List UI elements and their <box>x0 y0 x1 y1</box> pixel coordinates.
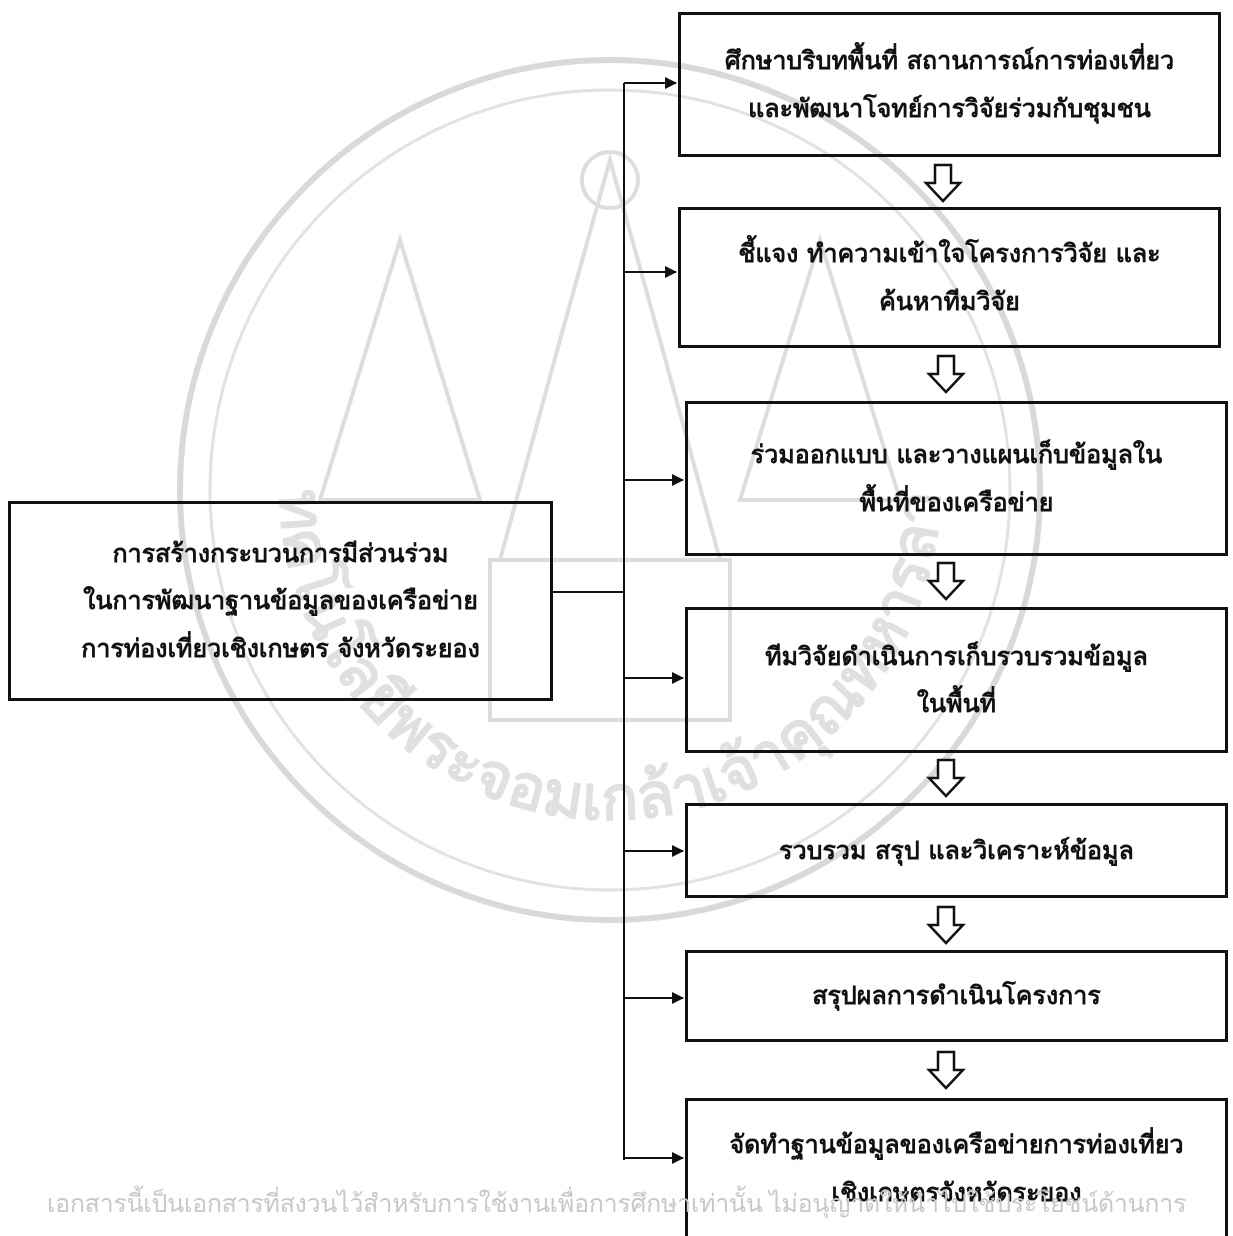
down-arrow-icon <box>926 758 966 798</box>
footer-disclaimer: เอกสารนี้เป็นเอกสารที่สงวนไว้สำหรับการใช… <box>46 1190 1187 1218</box>
down-arrow-icon <box>926 905 966 945</box>
down-arrow-icon <box>926 354 966 394</box>
down-arrow-icon <box>926 561 966 601</box>
step-7-line-1: จัดทำฐานข้อมูลของเครือข่ายการท่องเที่ยว <box>729 1130 1184 1159</box>
step-3-line-2: พื้นที่ของเครือข่าย <box>859 487 1054 517</box>
step-3-line-1: ร่วมออกแบบ และวางแผนเก็บข้อมูลใน <box>750 440 1163 469</box>
step-box-3: ร่วมออกแบบ และวางแผนเก็บข้อมูลใน พื้นที่… <box>685 401 1228 556</box>
step-4-line-1: ทีมวิจัยดำเนินการเก็บรวบรวมข้อมูล <box>765 641 1148 671</box>
down-arrow-icon <box>923 163 963 203</box>
step-5-line-1: รวบรวม สรุป และวิเคราะห์ข้อมูล <box>779 835 1134 865</box>
step-box-2: ชี้แจง ทำความเข้าใจโครงการวิจัย และ ค้นห… <box>678 207 1221 348</box>
step-1-line-1: ศึกษาบริบทพื้นที่ สถานการณ์การท่องเที่ยว <box>724 46 1175 75</box>
step-2-line-2: ค้นหาทีมวิจัย <box>879 286 1020 316</box>
step-box-7: จัดทำฐานข้อมูลของเครือข่ายการท่องเที่ยว … <box>685 1098 1228 1236</box>
step-box-6: สรุปผลการดำเนินโครงการ <box>685 950 1228 1042</box>
step-box-1: ศึกษาบริบทพื้นที่ สถานการณ์การท่องเที่ยว… <box>678 12 1221 157</box>
step-box-4: ทีมวิจัยดำเนินการเก็บรวบรวมข้อมูล ในพื้น… <box>685 607 1228 753</box>
step-4-line-2: ในพื้นที่ <box>916 689 997 718</box>
main-process-box: การสร้างกระบวนการมีส่วนร่วม ในการพัฒนาฐา… <box>8 501 553 701</box>
step-7-line-2: เชิงเกษตรจังหวัดระยอง <box>831 1177 1082 1207</box>
step-6-line-1: สรุปผลการดำเนินโครงการ <box>812 981 1101 1011</box>
main-line-1: การสร้างกระบวนการมีส่วนร่วม <box>112 538 449 568</box>
main-line-3: การท่องเที่ยวเชิงเกษตร จังหวัดระยอง <box>81 633 480 663</box>
step-box-5: รวบรวม สรุป และวิเคราะห์ข้อมูล <box>685 803 1228 898</box>
step-2-line-1: ชี้แจง ทำความเข้าใจโครงการวิจัย และ <box>738 239 1161 268</box>
down-arrow-icon <box>926 1050 966 1090</box>
main-line-2: ในการพัฒนาฐานข้อมูลของเครือข่าย <box>83 586 478 616</box>
step-1-line-2: และพัฒนาโจทย์การวิจัยร่วมกับชุมชน <box>748 93 1151 123</box>
